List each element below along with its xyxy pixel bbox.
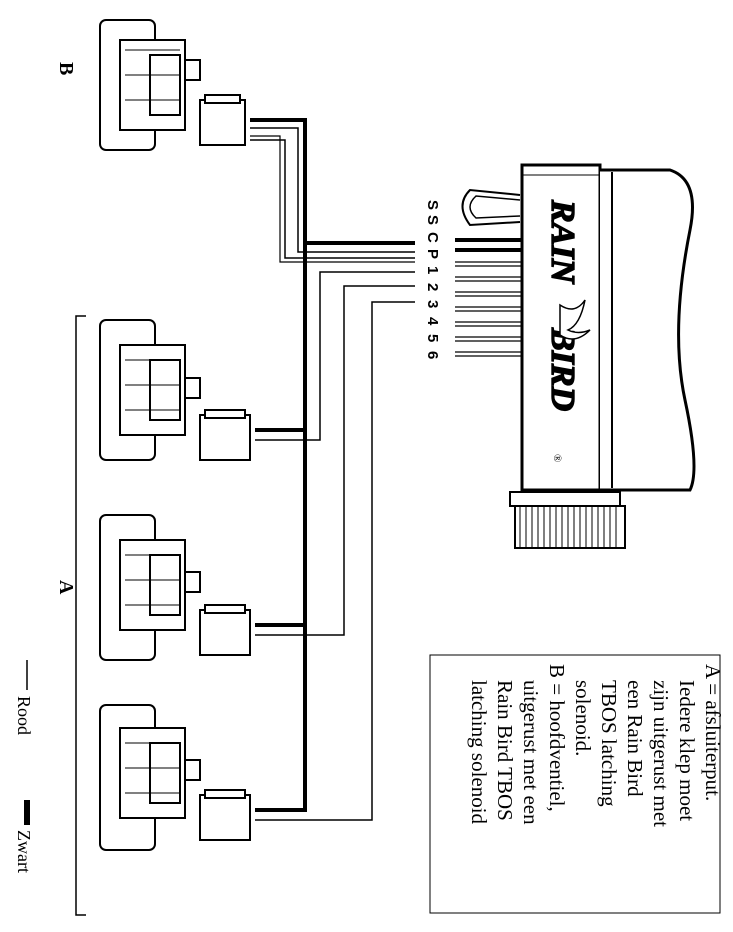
terminal-label-s2: S xyxy=(424,215,441,225)
legend-line-10: latching solenoid xyxy=(467,680,491,825)
terminal-label-p: P xyxy=(424,249,441,259)
terminal-label-4: 4 xyxy=(424,317,441,326)
terminal-label-6: 6 xyxy=(424,351,441,359)
valve-zone-1 xyxy=(99,319,251,461)
legend-line-4: een Rain Bird xyxy=(623,680,647,797)
legend-line-2: Iedere klep moet xyxy=(675,680,699,821)
terminal-label-5: 5 xyxy=(424,334,441,342)
legend-line-6: solenoid. xyxy=(571,680,595,756)
label-b: B xyxy=(55,62,77,75)
terminal-wires xyxy=(455,238,522,357)
bird-logo-icon xyxy=(559,299,591,340)
valve-master-b xyxy=(99,19,246,151)
wire-legend: Rood Zwart xyxy=(14,660,34,873)
valve-zone-2 xyxy=(99,514,251,661)
legend-line-9: Rain Bird TBOS xyxy=(493,680,517,821)
brand-logo: RAIN BIRD ® xyxy=(543,198,581,462)
label-a: A xyxy=(55,580,77,595)
brand-word-rain: RAIN xyxy=(544,199,581,285)
terminal-label-s1: S xyxy=(424,200,441,210)
legend-line-8: uitgerust met een xyxy=(519,680,543,825)
field-wiring xyxy=(250,118,415,821)
valve-zone-3 xyxy=(99,704,251,851)
legend-line-3: zijn uitgerust met xyxy=(649,680,673,827)
legend-text: A = afsluiterput. Iedere klep moet zijn … xyxy=(467,664,725,827)
brand-registered-mark: ® xyxy=(551,454,563,462)
legend-box: A = afsluiterput. Iedere klep moet zijn … xyxy=(429,654,725,914)
terminal-label-1: 1 xyxy=(424,266,441,274)
group-a-bracket xyxy=(75,315,86,916)
terminal-labels: S S C P 1 2 3 4 5 6 xyxy=(424,200,441,359)
terminal-label-3: 3 xyxy=(424,300,441,308)
brand-word-bird: BIRD xyxy=(544,327,581,411)
controller-unit: RAIN BIRD ® xyxy=(461,163,696,549)
legend-zwart: Zwart xyxy=(14,830,34,873)
legend-line-1: A = afsluiterput. xyxy=(701,664,725,801)
legend-rood: Rood xyxy=(14,696,34,735)
legend-line-7: B = hoofdventiel, xyxy=(545,664,569,812)
terminal-label-2: 2 xyxy=(424,283,441,291)
legend-line-5: TBOS latching xyxy=(597,680,621,807)
terminal-label-c: C xyxy=(424,232,441,243)
